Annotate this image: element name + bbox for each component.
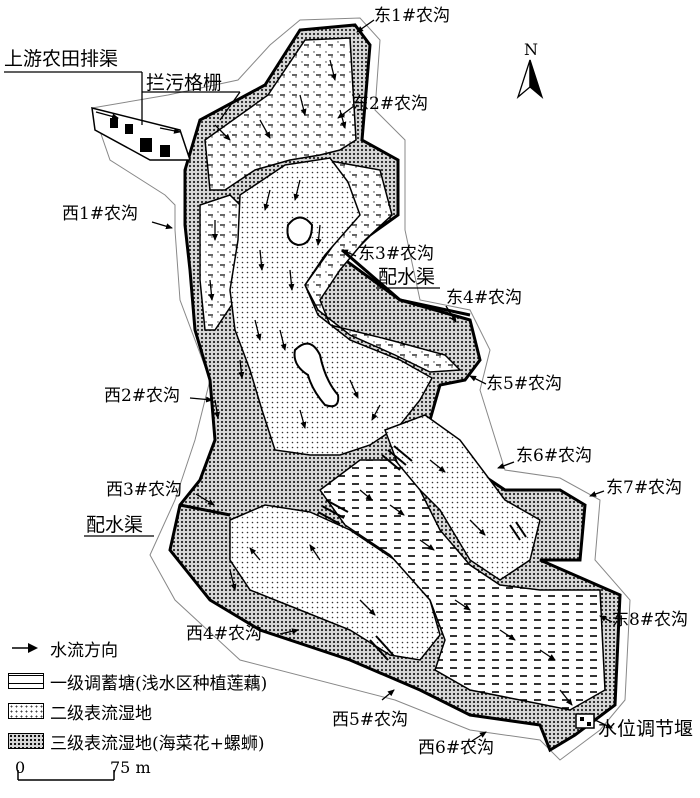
level1-pond-north — [204, 37, 357, 191]
label-east4: 东4#农沟 — [446, 288, 523, 308]
north-arrow: N — [514, 40, 546, 102]
label-lines — [4, 71, 440, 537]
scale-zero: 0 — [15, 758, 26, 777]
label-upstream-drain: 上游农田排渠 — [4, 48, 119, 70]
north-label: N — [524, 40, 538, 59]
level2-wetland-main — [229, 157, 434, 456]
label-dist-canal-east: 配水渠 — [378, 266, 436, 288]
scale-length: 75 m — [110, 758, 151, 777]
legend-flow: 水流方向 — [8, 637, 118, 661]
label-east1: 东1#农沟 — [374, 6, 451, 26]
level2-swatch — [8, 703, 44, 719]
label-east7: 东7#农沟 — [606, 478, 683, 498]
label-east8: 东8#农沟 — [612, 610, 689, 630]
distribution-canal-west — [179, 503, 231, 517]
water-level-weir — [575, 713, 595, 729]
distribution-canal-east — [341, 248, 471, 317]
trash-rack — [110, 118, 170, 157]
legend-level3: 三级表流湿地(海菜花+螺蛳) — [8, 730, 265, 754]
island-north — [286, 216, 314, 247]
label-east6: 东6#农沟 — [516, 446, 593, 466]
legend-level2-label: 二级表流湿地 — [50, 703, 152, 724]
label-west6: 西6#农沟 — [418, 738, 495, 758]
label-trash-rack: 拦污格栅 — [146, 72, 223, 94]
label-dist-canal-west: 配水渠 — [86, 514, 144, 536]
label-east3: 东3#农沟 — [358, 244, 435, 264]
level3-swatch — [8, 733, 44, 749]
level2-wetland-south — [229, 504, 441, 661]
label-west5: 西5#农沟 — [332, 710, 409, 730]
level1-pond-central — [318, 459, 606, 711]
label-east2: 东2#农沟 — [352, 94, 429, 114]
label-weir: 水位调节堰 — [598, 718, 694, 740]
label-west1: 西1#农沟 — [62, 204, 139, 224]
gates — [317, 445, 527, 661]
level2-wetland-east — [384, 414, 541, 581]
legend-level3-label: 三级表流湿地(海菜花+螺蛳) — [50, 733, 265, 754]
legend-flow-label: 水流方向 — [50, 640, 118, 661]
label-leaders — [151, 19, 613, 742]
legend-level1: 一级调蓄塘(浅水区种植莲藕) — [8, 670, 268, 694]
label-west4: 西4#农沟 — [186, 624, 263, 644]
flow-arrow-icon — [12, 643, 38, 653]
legend-level2: 二级表流湿地 — [8, 700, 152, 724]
label-west2: 西2#农沟 — [104, 386, 181, 406]
island-south — [293, 342, 340, 408]
label-east5: 东5#农沟 — [486, 374, 563, 394]
level1-swatch — [8, 673, 44, 689]
label-west3: 西3#农沟 — [106, 480, 183, 500]
legend-level1-label: 一级调蓄塘(浅水区种植莲藕) — [50, 673, 268, 694]
